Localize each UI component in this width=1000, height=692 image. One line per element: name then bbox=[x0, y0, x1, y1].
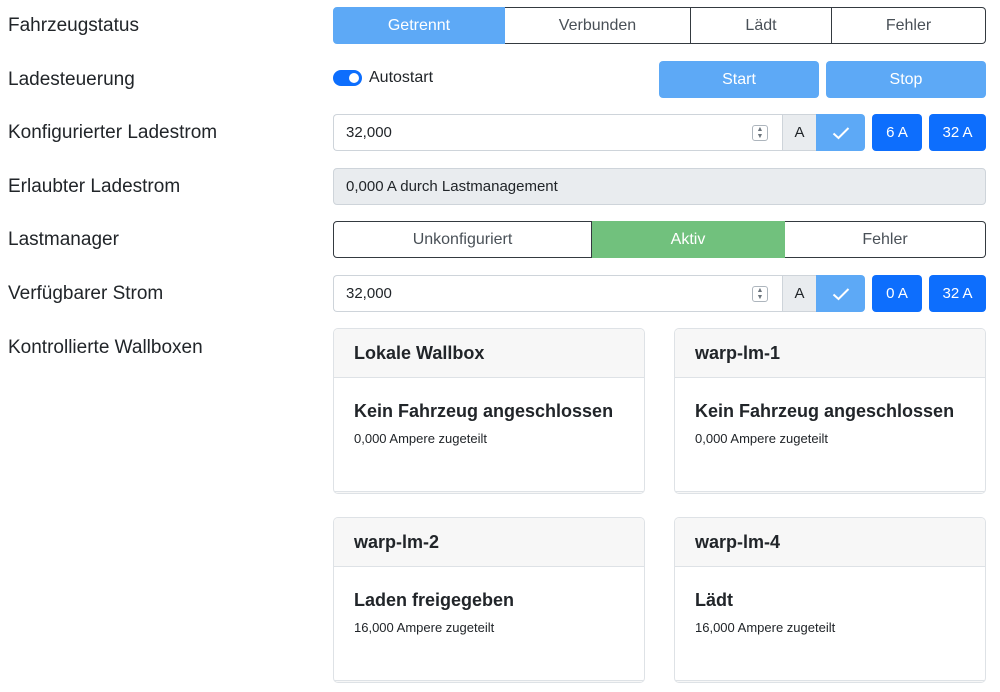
card-footer bbox=[675, 491, 985, 493]
available-current-confirm-button[interactable] bbox=[816, 275, 865, 312]
vehicle-status-connected[interactable]: Verbunden bbox=[505, 7, 691, 44]
available-current-group: 32,000 ▲▼ A bbox=[333, 275, 865, 312]
checkmark-icon bbox=[832, 287, 849, 300]
label-available-current: Verfügbarer Strom bbox=[8, 283, 164, 304]
label-allowed-current: Erlaubter Ladestrom bbox=[8, 176, 181, 197]
spinner-icon[interactable]: ▲▼ bbox=[752, 286, 768, 302]
wallbox-name: warp-lm-2 bbox=[334, 518, 644, 567]
wallbox-status: Kein Fahrzeug angeschlossen bbox=[695, 401, 955, 421]
card-footer bbox=[334, 680, 644, 682]
start-button[interactable]: Start bbox=[659, 61, 819, 98]
wallbox-status: Kein Fahrzeug angeschlossen bbox=[354, 401, 614, 421]
spinner-icon[interactable]: ▲▼ bbox=[752, 125, 768, 141]
available-current-0a-button[interactable]: 0 A bbox=[872, 275, 922, 312]
wallbox-allocated: 0,000 Ampere zugeteilt bbox=[695, 431, 828, 446]
wallbox-status: Lädt bbox=[695, 590, 733, 610]
load-manager-group: Unkonfiguriert Aktiv Fehler bbox=[333, 221, 986, 258]
configured-current-value: 32,000 bbox=[346, 124, 392, 141]
available-current-unit: A bbox=[782, 275, 816, 312]
available-current-value: 32,000 bbox=[346, 285, 392, 302]
toggle-knob bbox=[349, 73, 359, 83]
autostart-label: Autostart bbox=[369, 69, 434, 86]
wallbox-status: Laden freigegeben bbox=[354, 590, 515, 610]
wallbox-allocated: 16,000 Ampere zugeteilt bbox=[695, 620, 836, 635]
configured-current-unit: A bbox=[782, 114, 816, 151]
wallbox-card: warp-lm-2 Laden freigegeben 16,000 Amper… bbox=[333, 517, 645, 683]
load-manager-unconfigured[interactable]: Unkonfiguriert bbox=[333, 221, 592, 258]
configured-current-32a-button[interactable]: 32 A bbox=[929, 114, 986, 151]
vehicle-status-group: Getrennt Verbunden Lädt Fehler bbox=[333, 7, 986, 44]
load-manager-active[interactable]: Aktiv bbox=[592, 221, 785, 258]
card-footer bbox=[675, 680, 985, 682]
vehicle-status-disconnected[interactable]: Getrennt bbox=[333, 7, 505, 44]
configured-current-confirm-button[interactable] bbox=[816, 114, 865, 151]
wallbox-allocated: 0,000 Ampere zugeteilt bbox=[354, 431, 487, 446]
wallbox-name: warp-lm-1 bbox=[675, 329, 985, 378]
stop-button[interactable]: Stop bbox=[826, 61, 986, 98]
available-current-input[interactable]: 32,000 ▲▼ bbox=[333, 275, 782, 312]
load-manager-error[interactable]: Fehler bbox=[785, 221, 986, 258]
wallbox-allocated: 16,000 Ampere zugeteilt bbox=[354, 620, 495, 635]
configured-current-6a-button[interactable]: 6 A bbox=[872, 114, 922, 151]
wallbox-name: Lokale Wallbox bbox=[334, 329, 644, 378]
vehicle-status-charging[interactable]: Lädt bbox=[691, 7, 832, 44]
label-controlled-wallboxes: Kontrollierte Wallboxen bbox=[8, 337, 203, 358]
wallbox-card: warp-lm-4 Lädt 16,000 Ampere zugeteilt bbox=[674, 517, 986, 683]
label-load-manager: Lastmanager bbox=[8, 229, 119, 250]
available-current-32a-button[interactable]: 32 A bbox=[929, 275, 986, 312]
label-configured-current: Konfigurierter Ladestrom bbox=[8, 122, 218, 143]
allowed-current-field: 0,000 A durch Lastmanagement bbox=[333, 168, 986, 205]
vehicle-status-error[interactable]: Fehler bbox=[832, 7, 986, 44]
autostart-toggle[interactable] bbox=[333, 70, 362, 86]
card-footer bbox=[334, 491, 644, 493]
checkmark-icon bbox=[832, 126, 849, 139]
wallbox-card: warp-lm-1 Kein Fahrzeug angeschlossen 0,… bbox=[674, 328, 986, 494]
wallbox-card: Lokale Wallbox Kein Fahrzeug angeschloss… bbox=[333, 328, 645, 494]
wallbox-name: warp-lm-4 bbox=[675, 518, 985, 567]
label-vehicle-status: Fahrzeugstatus bbox=[8, 15, 139, 36]
label-charge-control: Ladesteuerung bbox=[8, 69, 135, 90]
configured-current-group: 32,000 ▲▼ A bbox=[333, 114, 865, 151]
configured-current-input[interactable]: 32,000 ▲▼ bbox=[333, 114, 782, 151]
